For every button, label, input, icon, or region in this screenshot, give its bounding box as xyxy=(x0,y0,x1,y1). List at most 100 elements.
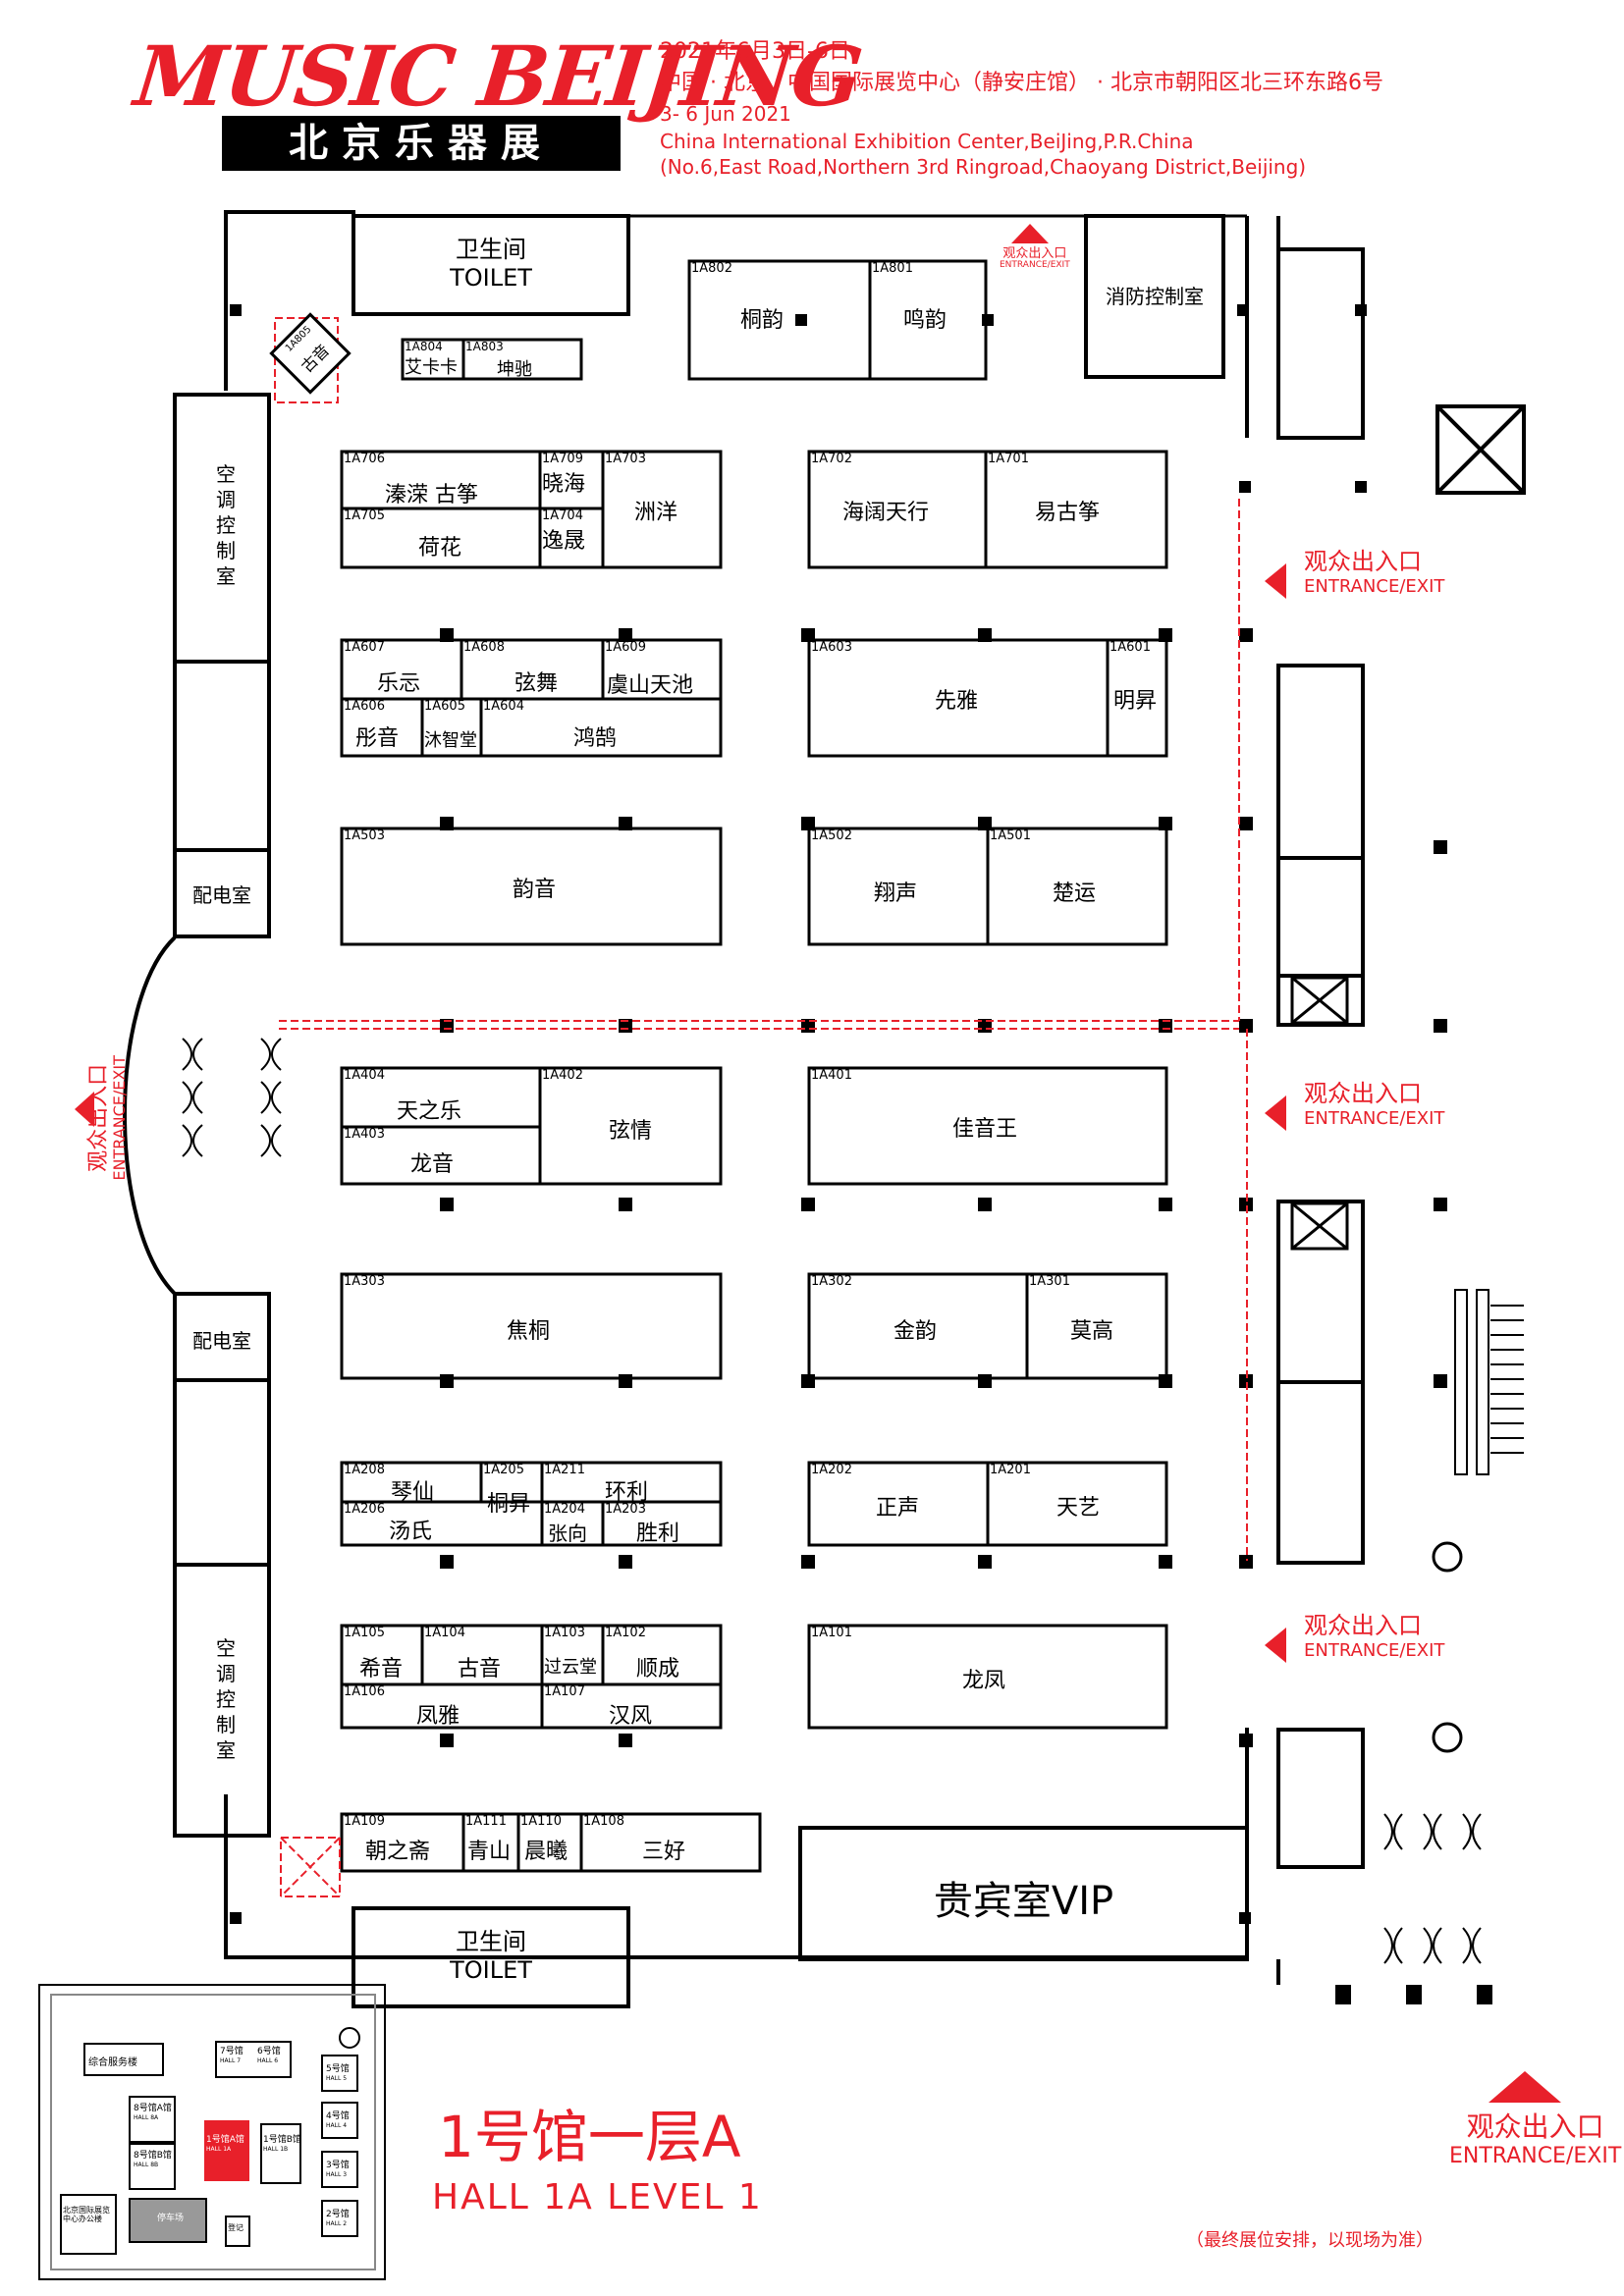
booth-1A709[interactable]: 1A709 晓海 xyxy=(542,452,586,497)
booth-1A107[interactable]: 1A107 汉风 xyxy=(544,1684,653,1729)
booth-1A302[interactable]: 1A302 金韵 xyxy=(811,1274,938,1344)
booth-1A601[interactable]: 1A601 明昇 xyxy=(1110,640,1158,714)
booth-1A104[interactable]: 1A104 古音 xyxy=(424,1626,502,1682)
booth-1A202[interactable]: 1A202 正声 xyxy=(811,1463,920,1521)
exit-right-3-cn: 观众出入口 xyxy=(1304,1612,1422,1639)
booth-1A108[interactable]: 1A108 三好 xyxy=(583,1814,686,1864)
booth-1A109[interactable]: 1A109 朝之斋 xyxy=(344,1814,431,1864)
vip-label: 贵宾室VIP xyxy=(933,1879,1114,1924)
ac-room-2 xyxy=(173,1563,271,1838)
power-room-1 xyxy=(173,848,271,938)
address-en: (No.6,East Road,Northern 3rd Ringroad,Ch… xyxy=(660,155,1307,179)
ac-room-label-2: 空调控制室 xyxy=(216,1636,236,1762)
hall-title-en: HALL 1A LEVEL 1 xyxy=(432,2177,763,2217)
toilet-top-cn: 卫生间 xyxy=(456,236,526,263)
booth-1A701[interactable]: 1A701 易古筝 xyxy=(988,452,1101,525)
exit-top-cn: 观众出入口 xyxy=(1002,246,1067,261)
date-cn: 2021年6月3日-6日 xyxy=(660,39,850,64)
mini-map-parking: 停车场 xyxy=(157,2214,185,2223)
booth-1A402[interactable]: 1A402 弦情 xyxy=(542,1068,653,1144)
entrance-right-arrow-1 xyxy=(1265,563,1286,599)
elevator-box xyxy=(1435,404,1526,495)
mini-map-office: 北京国际展览中心办公楼 xyxy=(63,2206,110,2223)
right-room-1 xyxy=(1276,247,1365,440)
booth-1A801[interactable]: 1A801 鸣韵 xyxy=(872,261,947,333)
booth-1A303[interactable]: 1A303 焦桐 xyxy=(344,1274,551,1344)
mini-map-service: 综合服务楼 xyxy=(88,2057,137,2068)
exit-right-3-en: ENTRANCE/EXIT xyxy=(1304,1639,1445,1661)
booth-1A105[interactable]: 1A105 希音 xyxy=(344,1626,404,1682)
ac-room-label-1: 空调控制室 xyxy=(216,462,236,588)
right-room-6 xyxy=(1276,1728,1365,1869)
booth-1A103[interactable]: 1A103 过云堂 xyxy=(544,1626,597,1678)
booth-1A609[interactable]: 1A609 虞山天池 xyxy=(605,640,694,698)
fire-control-room xyxy=(1084,214,1225,379)
venue-en: China International Exhibition Center,Be… xyxy=(660,130,1194,153)
mini-map xyxy=(38,1984,386,2280)
booth-1A401[interactable]: 1A401 佳音王 xyxy=(811,1068,1018,1142)
power-room-label-1: 配电室 xyxy=(192,883,251,907)
exit-top-en: ENTRANCE/EXIT xyxy=(1000,260,1070,271)
entrance-bottom-arrow xyxy=(1489,2071,1561,2103)
toilet-top-en: TOILET xyxy=(450,263,532,292)
booth-1A205[interactable]: 1A205 桐昇 xyxy=(483,1463,531,1517)
booth-1A702[interactable]: 1A702 海阔天行 xyxy=(811,452,930,525)
booth-1A802[interactable]: 1A802 桐韵 xyxy=(691,261,785,333)
booth-1A705[interactable]: 1A705 荷花 xyxy=(344,508,462,561)
booth-1A501[interactable]: 1A501 楚运 xyxy=(990,828,1097,906)
booth-1A208[interactable]: 1A208 琴仙 xyxy=(344,1463,435,1505)
booth-1A607[interactable]: 1A607 乐忈 xyxy=(344,640,421,696)
toilet-bottom-en: TOILET xyxy=(450,1955,532,1984)
booth-1A106[interactable]: 1A106 凤雅 xyxy=(344,1684,460,1729)
right-room-5 xyxy=(1276,1380,1365,1565)
booth-1A111[interactable]: 1A111 青山 xyxy=(465,1814,512,1864)
entrance-right-arrow-3 xyxy=(1265,1628,1286,1663)
booth-1A404[interactable]: 1A404 天之乐 xyxy=(344,1068,462,1124)
entrance-left-arrow xyxy=(75,1092,94,1127)
toilet-bottom xyxy=(352,1906,630,2008)
exit-left-en: ENTRANCE/EXIT xyxy=(110,1055,130,1181)
exit-right-1-en: ENTRANCE/EXIT xyxy=(1304,575,1445,597)
booth-1A203[interactable]: 1A203 胜利 xyxy=(605,1502,680,1546)
booth-1A502[interactable]: 1A502 翔声 xyxy=(811,828,918,906)
mini-map-gate: 登记 xyxy=(228,2223,244,2232)
booth-1A706[interactable]: 1A706 溱溁 古筝 xyxy=(344,452,479,507)
booth-1A110[interactable]: 1A110 晨曦 xyxy=(520,1814,568,1864)
booth-1A102[interactable]: 1A102 顺成 xyxy=(605,1626,680,1682)
exit-left-cn: 观众出入口 xyxy=(86,1063,112,1172)
wall-bottom-left xyxy=(224,1794,355,1959)
booth-1A608[interactable]: 1A608 弦舞 xyxy=(463,640,559,696)
booth-1A301[interactable]: 1A301 莫高 xyxy=(1029,1274,1114,1344)
exit-bottom-cn: 观众出入口 xyxy=(1466,2110,1604,2143)
booth-1A211[interactable]: 1A211 环利 xyxy=(544,1463,649,1505)
booth-1A703[interactable]: 1A703 洲洋 xyxy=(605,452,678,525)
booth-1A604[interactable]: 1A604 鸿鹄 xyxy=(483,699,618,751)
date-en: 3- 6 Jun 2021 xyxy=(660,102,791,126)
booth-1A201[interactable]: 1A201 天艺 xyxy=(990,1463,1101,1521)
exit-right-2-en: ENTRANCE/EXIT xyxy=(1304,1107,1445,1129)
booth-1A803[interactable]: 1A803 坤驰 xyxy=(465,340,532,380)
venue-cn: 中国 · 北京 · 中国国际展览中心（静安庄馆） · 北京市朝阳区北三环东路6号 xyxy=(660,71,1383,95)
booth-1A603[interactable]: 1A603 先雅 xyxy=(811,640,979,714)
booth-1A403[interactable]: 1A403 龙音 xyxy=(344,1127,455,1177)
booth-1A206[interactable]: 1A206 汤氏 xyxy=(344,1502,433,1544)
logo-cn: 北京乐器展 xyxy=(289,121,554,166)
booth-1A804[interactable]: 1A804 艾卡卡 xyxy=(405,340,458,378)
booth-1A606[interactable]: 1A606 彤音 xyxy=(344,699,400,751)
exit-right-1-cn: 观众出入口 xyxy=(1304,548,1422,575)
booth-1A503[interactable]: 1A503 韵音 xyxy=(344,828,557,902)
booth-1A101[interactable]: 1A101 龙凤 xyxy=(811,1626,1006,1693)
booth-1A704[interactable]: 1A704 逸晟 xyxy=(542,508,586,554)
booth-1A605[interactable]: 1A605 沐智堂 xyxy=(424,699,477,751)
wall-top-left xyxy=(224,210,355,391)
booth-1A204[interactable]: 1A204 张向 xyxy=(544,1502,587,1545)
